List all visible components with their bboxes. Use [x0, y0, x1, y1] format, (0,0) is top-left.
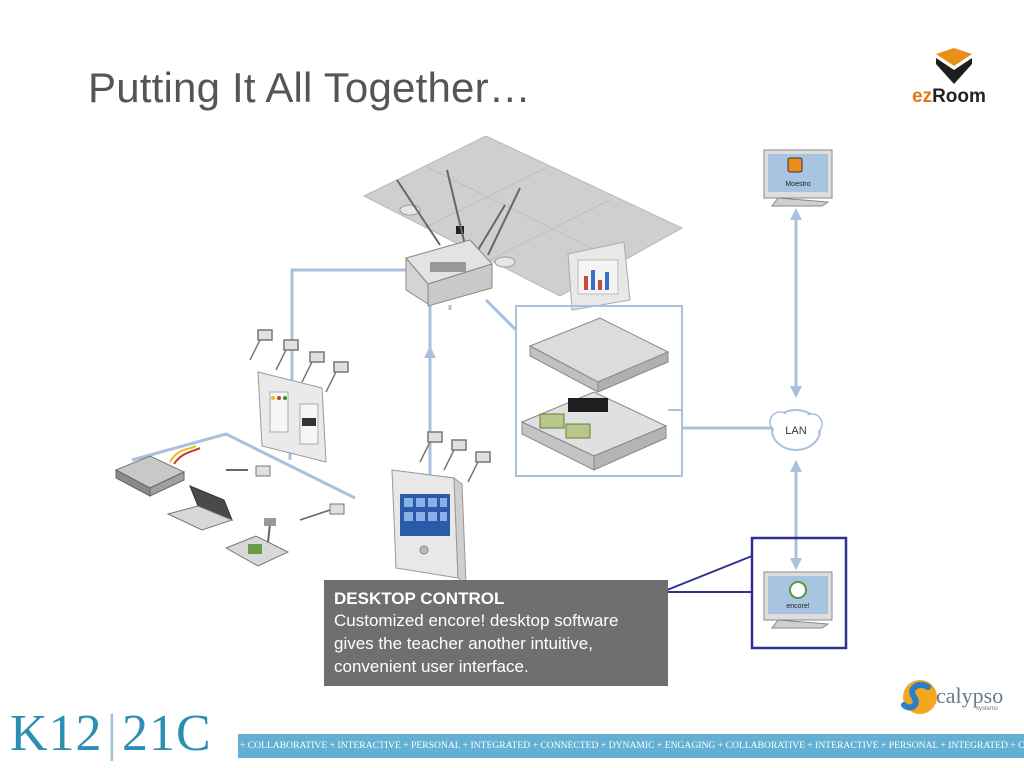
lan-label: LAN — [785, 425, 806, 437]
encore-monitor: encore! — [661, 536, 848, 650]
lan-cloud: LAN — [769, 409, 823, 451]
desktop-control-callout: DESKTOP CONTROL Customized encore! deskt… — [324, 580, 668, 686]
k12-21c-logo: K12|21C — [10, 704, 212, 764]
rj45-cables-panel — [419, 431, 491, 483]
touch-panel — [391, 469, 467, 586]
calypso-swirl-icon — [901, 680, 937, 714]
laptop — [166, 465, 271, 531]
moestro-monitor: Moestro — [763, 149, 833, 207]
ceiling-amplifier — [405, 239, 493, 307]
moestro-label: Moestro — [785, 181, 810, 188]
21c-text: 21C — [121, 705, 212, 762]
encore-label: encore! — [786, 603, 809, 610]
footer-tagline-bar: + COLLABORATIVE + INTERACTIVE + PERSONAL… — [238, 734, 1024, 758]
callout-heading: DESKTOP CONTROL — [334, 589, 505, 608]
wall-plate — [257, 371, 327, 463]
amplifier-exploded-view — [515, 305, 683, 477]
rj45-cables-top — [249, 329, 349, 393]
calypso-wordmark: calypso — [936, 683, 1004, 708]
calypso-logo: calypso systems — [900, 675, 1012, 721]
ezroom-chevron-icon — [936, 48, 972, 84]
logo-separator: | — [106, 705, 118, 762]
ezroom-logo: ezRoom — [904, 48, 1004, 110]
arrowheads — [424, 208, 802, 570]
calypso-subtitle: systems — [976, 706, 999, 712]
document-camera — [224, 503, 345, 567]
callout-body: Customized encore! desktop software give… — [334, 611, 619, 676]
slide-title: Putting It All Together… — [88, 64, 531, 111]
k12-text: K12 — [10, 705, 103, 762]
media-player — [114, 445, 201, 497]
ezroom-wordmark: ezRoom — [912, 86, 986, 107]
wall-display — [567, 241, 631, 311]
